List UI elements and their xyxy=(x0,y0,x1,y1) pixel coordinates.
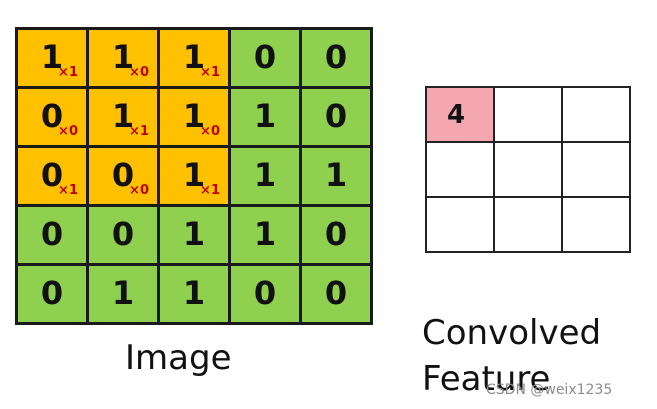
cell-value: 1 xyxy=(182,274,206,312)
image-cell: 1×0 xyxy=(89,30,157,86)
input-image-grid: 1×1 1×0 1×1 0 0 0×0 1×1 1×0 1 0 0×1 0×0 … xyxy=(15,27,373,325)
image-label: Image xyxy=(125,338,232,378)
image-cell: 0 xyxy=(302,30,370,86)
cell-value: 0 xyxy=(40,215,64,253)
cell-value: 0 xyxy=(111,215,135,253)
image-cell: 1 xyxy=(231,148,299,204)
image-cell: 0 xyxy=(89,207,157,263)
convolved-feature-label: Convolved Feature xyxy=(422,310,601,402)
cell-value: 0 xyxy=(111,156,135,194)
feature-cell xyxy=(427,198,493,251)
image-cell: 0×1 xyxy=(18,148,86,204)
image-cell: 0 xyxy=(231,266,299,322)
kernel-weight: ×0 xyxy=(129,65,149,80)
feature-cell xyxy=(495,143,561,196)
cell-value: 0 xyxy=(324,38,348,76)
image-cell: 1 xyxy=(302,148,370,204)
cell-value: 1 xyxy=(182,97,206,135)
feature-cell xyxy=(563,143,629,196)
image-cell: 1 xyxy=(231,207,299,263)
cell-value: 1 xyxy=(253,97,277,135)
cell-value: 1 xyxy=(111,97,135,135)
kernel-weight: ×0 xyxy=(200,124,220,139)
cell-value: 1 xyxy=(324,156,348,194)
cell-value: 1 xyxy=(182,156,206,194)
image-cell: 0 xyxy=(302,207,370,263)
cell-value: 1 xyxy=(253,215,277,253)
image-cell: 0 xyxy=(18,207,86,263)
image-cell: 0 xyxy=(302,266,370,322)
cell-value: 1 xyxy=(40,38,64,76)
cell-value: 0 xyxy=(40,274,64,312)
feature-cell xyxy=(495,88,561,141)
cell-value: 1 xyxy=(253,156,277,194)
feature-cell: 4 xyxy=(427,88,493,141)
cell-value: 1 xyxy=(111,274,135,312)
kernel-weight: ×1 xyxy=(129,124,149,139)
convolved-feature-label-line2: Feature xyxy=(422,359,551,399)
cell-value: 1 xyxy=(111,38,135,76)
feature-cell xyxy=(563,88,629,141)
image-cell: 1 xyxy=(89,266,157,322)
feature-cell xyxy=(495,198,561,251)
kernel-weight: ×1 xyxy=(200,65,220,80)
cell-value: 0 xyxy=(253,274,277,312)
convolved-feature-label-line1: Convolved xyxy=(422,313,602,353)
feature-cell xyxy=(427,143,493,196)
cell-value: 1 xyxy=(182,215,206,253)
kernel-weight: ×0 xyxy=(129,183,149,198)
cell-value: 1 xyxy=(182,38,206,76)
image-cell: 1×1 xyxy=(160,148,228,204)
image-cell: 0×0 xyxy=(89,148,157,204)
cell-value: 0 xyxy=(40,156,64,194)
cell-value: 0 xyxy=(253,38,277,76)
kernel-weight: ×1 xyxy=(58,183,78,198)
image-cell: 0 xyxy=(231,30,299,86)
cell-value: 0 xyxy=(40,97,64,135)
kernel-weight: ×1 xyxy=(58,65,78,80)
cell-value: 0 xyxy=(324,274,348,312)
image-cell: 0×0 xyxy=(18,89,86,145)
image-cell: 1×1 xyxy=(160,30,228,86)
image-cell: 0 xyxy=(302,89,370,145)
image-cell: 0 xyxy=(18,266,86,322)
image-cell: 1 xyxy=(160,266,228,322)
convolved-feature-grid: 4 xyxy=(425,86,631,253)
watermark: CSDN @weix1235 xyxy=(486,382,613,398)
cell-value: 0 xyxy=(324,215,348,253)
cell-value: 0 xyxy=(324,97,348,135)
image-cell: 1×0 xyxy=(160,89,228,145)
feature-cell xyxy=(563,198,629,251)
image-cell: 1 xyxy=(231,89,299,145)
kernel-weight: ×0 xyxy=(58,124,78,139)
kernel-weight: ×1 xyxy=(200,183,220,198)
image-cell: 1×1 xyxy=(18,30,86,86)
image-cell: 1 xyxy=(160,207,228,263)
image-cell: 1×1 xyxy=(89,89,157,145)
